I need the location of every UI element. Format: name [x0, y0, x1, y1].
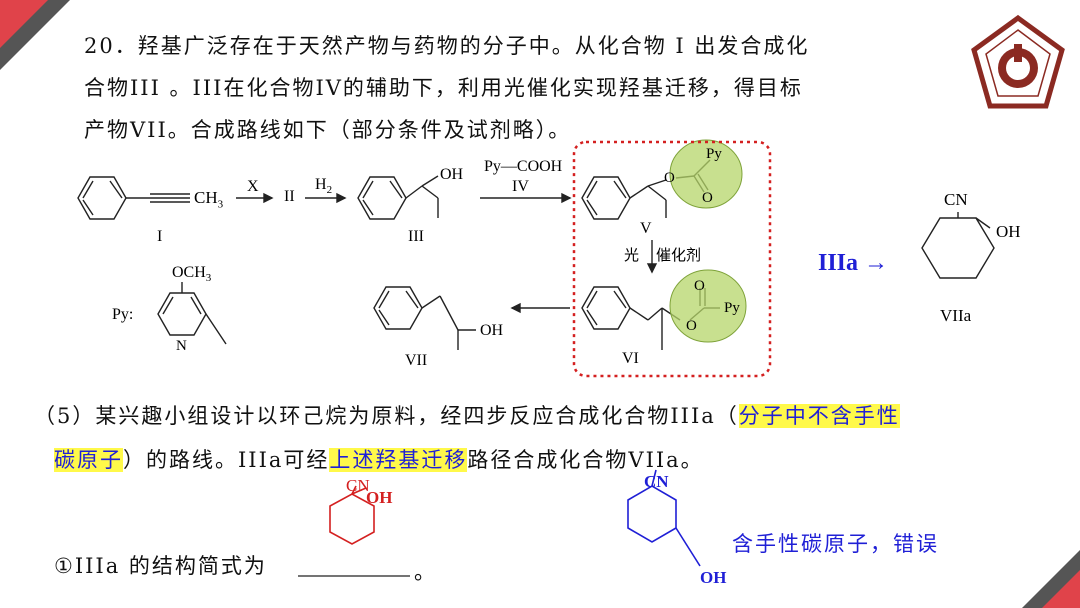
py-VI: Py	[724, 300, 740, 316]
oh-III: OH	[440, 166, 464, 183]
och3-sub: 3	[205, 272, 212, 285]
light-label: 光	[624, 246, 640, 264]
h2-text: H	[315, 176, 327, 193]
label-VII: VII	[405, 352, 428, 369]
q1-label: ①IIIa 的结构简式为	[54, 554, 267, 578]
o-V-carbonyl: O	[702, 190, 713, 206]
ch3-sub: 3	[217, 198, 224, 211]
answer-oh: OH	[366, 488, 393, 507]
reagent-H2: H2	[315, 176, 332, 196]
wrong-structure	[627, 469, 701, 567]
question-line-3: 产物VII。合成路线如下（部分条件及试剂略）。	[84, 118, 572, 142]
label-V: V	[640, 220, 652, 237]
label-III: III	[408, 228, 424, 245]
highlight-circle-VI	[669, 269, 747, 343]
o-VI-carbonyl: O	[694, 278, 705, 294]
wrong-note: 含手性碳原子，错误	[732, 532, 939, 556]
label-I: I	[157, 228, 163, 245]
compound-I	[77, 176, 190, 220]
answer-cn: CN	[346, 476, 370, 495]
och3-label: OCH3	[172, 264, 211, 284]
migration-box	[572, 140, 772, 378]
question-line-1: 20．羟基广泛存在于天然产物与药物的分子中。从化合物 I 出发合成化	[84, 34, 810, 58]
q1-end: 。	[414, 560, 437, 584]
highlight-migration: 上述羟基迁移	[329, 448, 468, 472]
part5-line-1: （5）某兴趣小组设计以环己烷为原料，经四步反应合成化合物IIIa（分子中不含手性	[34, 400, 900, 430]
catalyst-label: 催化剂	[656, 246, 702, 264]
compound-VIIa	[921, 212, 995, 279]
label-VIIa: VIIa	[940, 306, 972, 325]
highlight-circle-V	[669, 139, 743, 209]
o-V-ester: O	[664, 170, 675, 186]
reagent-X: X	[247, 178, 259, 195]
compound-VII	[373, 286, 476, 350]
part5-line2-mid: ）的路线。IIIa可经	[123, 448, 330, 472]
o-VI-ester: O	[686, 318, 697, 334]
part5-line2-post: 路径合成化合物VIIa。	[467, 448, 704, 472]
corner-decoration-red	[0, 0, 48, 48]
part5-line1-text: （5）某兴趣小组设计以环己烷为原料，经四步反应合成化合物IIIa（	[34, 404, 739, 428]
och3-text: OCH	[172, 264, 206, 281]
wrong-oh: OH	[700, 568, 727, 587]
pyridine-structure	[157, 282, 227, 345]
label-II: II	[284, 188, 295, 205]
py-legend: Py:	[112, 306, 134, 323]
wrong-cn: CN	[644, 472, 669, 491]
iiia-arrow-label: IIIa →	[818, 250, 889, 276]
reagent-pycooh: Py—COOH	[484, 158, 563, 175]
ch3-label: CH3	[194, 188, 223, 210]
cn-VIIa: CN	[944, 190, 968, 209]
ch3-text: CH	[194, 188, 218, 207]
part5-line-2: 碳原子）的路线。IIIa可经上述羟基迁移路径合成化合物VIIa。	[54, 444, 704, 474]
oh-VIIa: OH	[996, 222, 1021, 241]
studio-logo	[971, 14, 1065, 109]
n-atom: N	[176, 338, 187, 354]
h2-sub: 2	[326, 184, 333, 197]
label-VI: VI	[622, 350, 639, 367]
reagent-IV: IV	[512, 178, 529, 195]
compound-III	[357, 175, 439, 220]
highlight-carbon: 碳原子	[54, 448, 123, 472]
question-line-2: 合物III 。III在化合物IV的辅助下，利用光催化实现羟基迁移，得目标	[84, 76, 803, 100]
highlight-chiral: 分子中不含手性	[738, 404, 900, 428]
answer-structure	[329, 485, 375, 545]
corner-decoration-red-br	[1042, 570, 1080, 608]
oh-VII: OH	[480, 322, 504, 339]
py-V: Py	[706, 146, 722, 162]
